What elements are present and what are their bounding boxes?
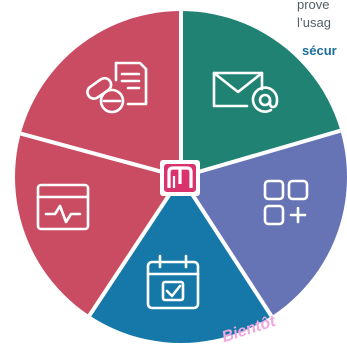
mail-at-icon <box>212 71 279 113</box>
center-logo <box>160 160 200 196</box>
pills-document-icon <box>86 61 148 114</box>
description-line-3: sécur <box>302 43 337 58</box>
description-line-2: l’usag <box>297 15 331 30</box>
segment-calendar[interactable] <box>60 177 300 355</box>
calendar-check-icon <box>146 254 200 310</box>
apps-add-icon <box>263 179 309 226</box>
description-line-1: prove <box>297 0 330 12</box>
monitor-pulse-icon <box>36 183 90 231</box>
